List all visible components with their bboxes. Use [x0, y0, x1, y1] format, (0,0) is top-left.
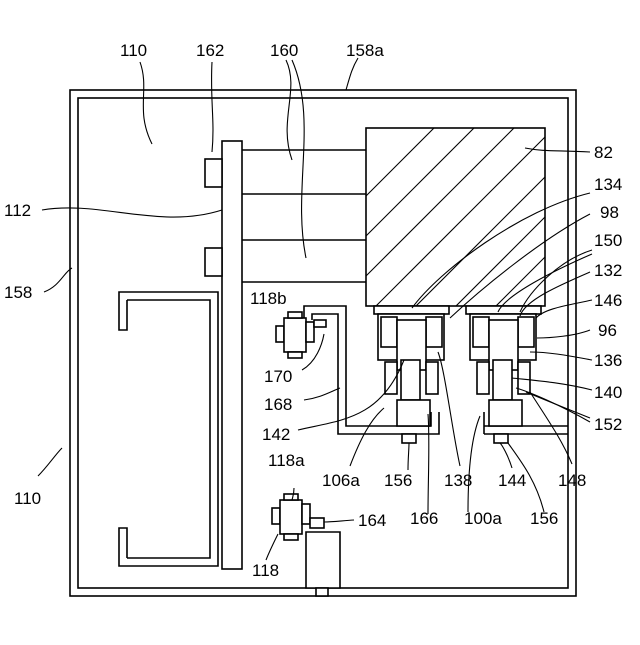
label-112: 112 [4, 201, 31, 220]
label-152: 152 [594, 415, 622, 434]
label-158: 158 [4, 283, 32, 302]
label-170: 170 [264, 367, 292, 386]
label-134: 134 [594, 175, 622, 194]
label-162: 162 [196, 41, 224, 60]
label-106a: 106a [322, 471, 360, 490]
block-82 [366, 128, 545, 306]
foot-156-left [402, 434, 416, 443]
label-148: 148 [558, 471, 586, 490]
carriage-100a [470, 314, 536, 426]
mount-left [374, 306, 449, 314]
label-110-bottom: 110 [14, 489, 41, 508]
label-138: 138 [444, 471, 472, 490]
label-118: 118 [252, 561, 279, 580]
carriage-106a [378, 314, 444, 426]
label-98: 98 [600, 203, 619, 222]
foot-156-right [494, 434, 508, 443]
foot-166 [316, 588, 328, 596]
label-132: 132 [594, 261, 622, 280]
label-156-right: 156 [530, 509, 558, 528]
label-166: 166 [410, 509, 438, 528]
label-158a: 158a [346, 41, 384, 60]
label-156-left: 156 [384, 471, 412, 490]
block-166 [306, 532, 340, 588]
label-160: 160 [270, 41, 298, 60]
label-146: 146 [594, 291, 622, 310]
label-150: 150 [594, 231, 622, 250]
mount-right [466, 306, 541, 314]
label-168: 168 [264, 395, 292, 414]
label-82: 82 [594, 143, 613, 162]
block-162-lower [205, 248, 222, 276]
c-channel-inner [127, 300, 210, 558]
label-140: 140 [594, 383, 622, 402]
label-100a: 100a [464, 509, 502, 528]
label-118a: 118a [268, 451, 305, 470]
c-channel-outer [127, 292, 218, 566]
block-162-upper [205, 159, 222, 187]
c-channel-bottom-lip [119, 528, 127, 566]
label-136: 136 [594, 351, 622, 370]
label-164: 164 [358, 511, 386, 530]
plate-112 [222, 141, 242, 569]
label-118b: 118b [250, 289, 287, 308]
label-96: 96 [598, 321, 617, 340]
label-142: 142 [262, 425, 290, 444]
label-144: 144 [498, 471, 526, 490]
label-110-top: 110 [120, 41, 147, 60]
c-channel-top-lip [119, 292, 127, 330]
